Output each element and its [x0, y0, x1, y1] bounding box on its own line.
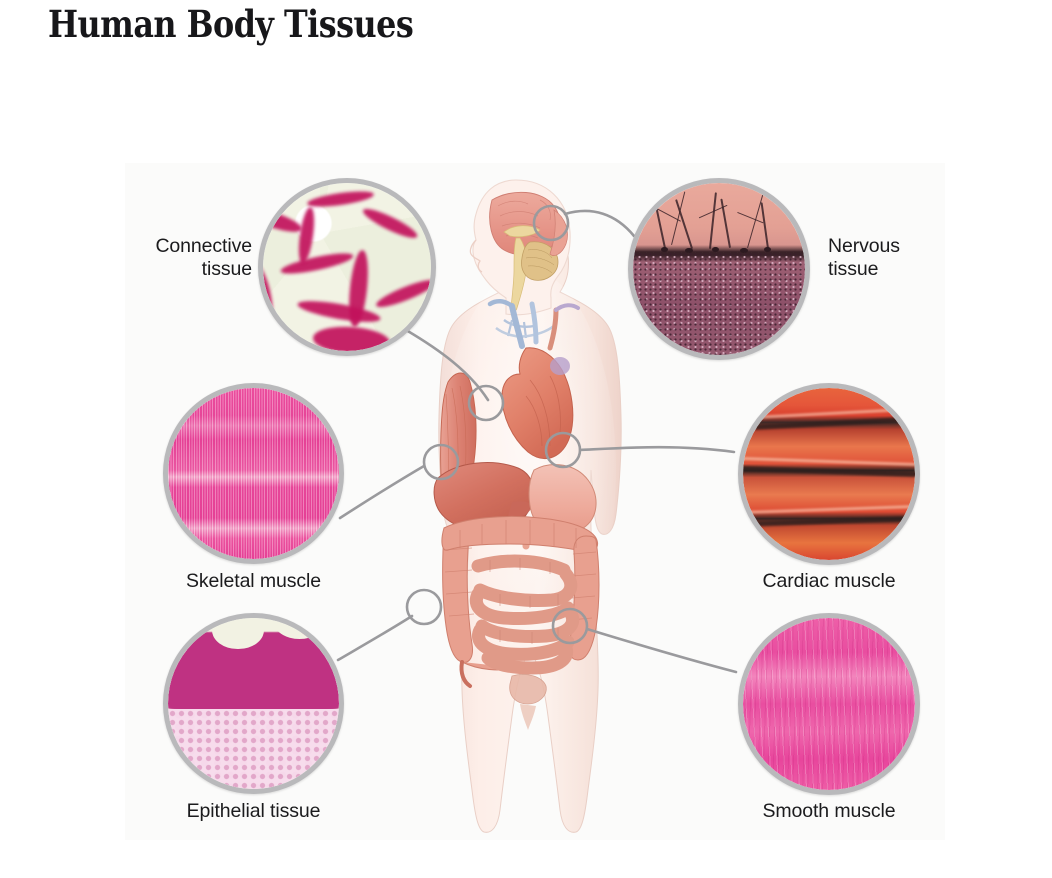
- label-cardiac-muscle: Cardiac muscle: [762, 570, 896, 592]
- micrograph-nervous-tissue[interactable]: [628, 178, 810, 360]
- micrograph-skeletal-muscle[interactable]: [163, 383, 344, 564]
- page-title: Human Body Tissues: [48, 2, 414, 46]
- human-body-illustration: [400, 170, 655, 840]
- label-skeletal-muscle: Skeletal muscle: [185, 570, 322, 592]
- appendix: [459, 660, 472, 688]
- label-nervous-tissue: Nervous tissue: [828, 235, 900, 280]
- label-smooth-muscle: Smooth muscle: [762, 800, 896, 822]
- body-svg: [433, 179, 622, 833]
- bladder: [509, 674, 547, 705]
- micrograph-epithelial-tissue[interactable]: [163, 613, 344, 794]
- micrograph-cardiac-muscle[interactable]: [738, 383, 920, 565]
- label-epithelial-tissue: Epithelial tissue: [186, 800, 321, 822]
- label-connective-tissue: Connective tissue: [155, 235, 252, 280]
- micrograph-smooth-muscle[interactable]: [738, 613, 920, 795]
- micrograph-connective-tissue[interactable]: [258, 178, 436, 356]
